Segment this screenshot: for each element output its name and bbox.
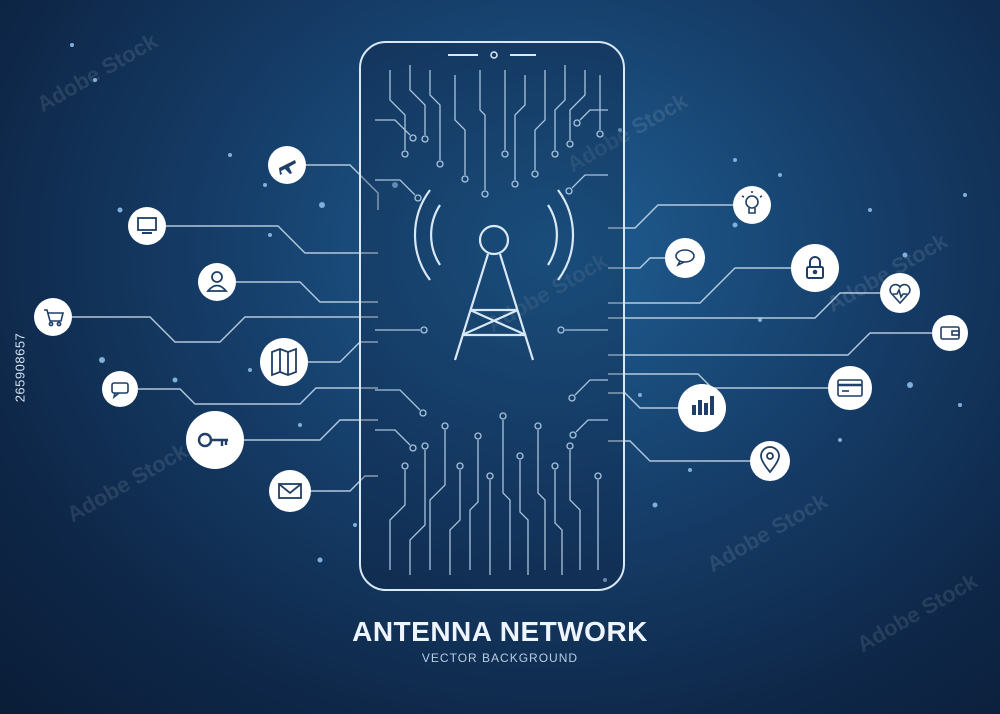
mail-icon [278, 483, 302, 499]
circuit-traces [375, 65, 608, 575]
icon-cart [34, 298, 72, 336]
map-icon [271, 347, 297, 377]
icon-wallet [932, 315, 968, 351]
icon-credit-card [828, 366, 872, 410]
connector-lines [72, 164, 932, 492]
icon-lock [791, 244, 839, 292]
icon-heart [880, 273, 920, 313]
icon-location [750, 441, 790, 481]
airplane-icon [279, 160, 296, 175]
icon-lightbulb [733, 186, 771, 224]
heart-pulse-icon [889, 283, 911, 305]
key-icon [197, 432, 228, 448]
icon-chat-left [102, 371, 138, 407]
bar-chart-icon [692, 396, 714, 415]
stock-id: 265908657 [12, 332, 28, 403]
page-subtitle: VECTOR BACKGROUND [421, 651, 579, 665]
antenna-tower-icon [413, 189, 575, 361]
icon-bar-chart [678, 384, 726, 432]
icon-chat-right [665, 238, 705, 278]
icon-user [198, 263, 236, 301]
icon-map [260, 338, 308, 386]
page-title: ANTENNA NETWORK [352, 616, 648, 647]
lock-icon [806, 256, 824, 279]
icon-monitor [128, 207, 166, 245]
chat-bubble-icon [675, 249, 695, 267]
icon-airplane [268, 146, 306, 184]
icon-key [186, 411, 244, 469]
user-icon [206, 271, 228, 292]
chat-bubble-icon [111, 382, 129, 400]
location-pin-icon [760, 446, 780, 474]
smartphone [359, 41, 625, 591]
credit-card-icon [837, 379, 863, 397]
lightbulb-icon [741, 191, 763, 214]
wallet-icon [940, 326, 960, 340]
monitor-icon [137, 217, 157, 234]
icon-mail [269, 470, 311, 512]
cart-icon [44, 309, 65, 327]
